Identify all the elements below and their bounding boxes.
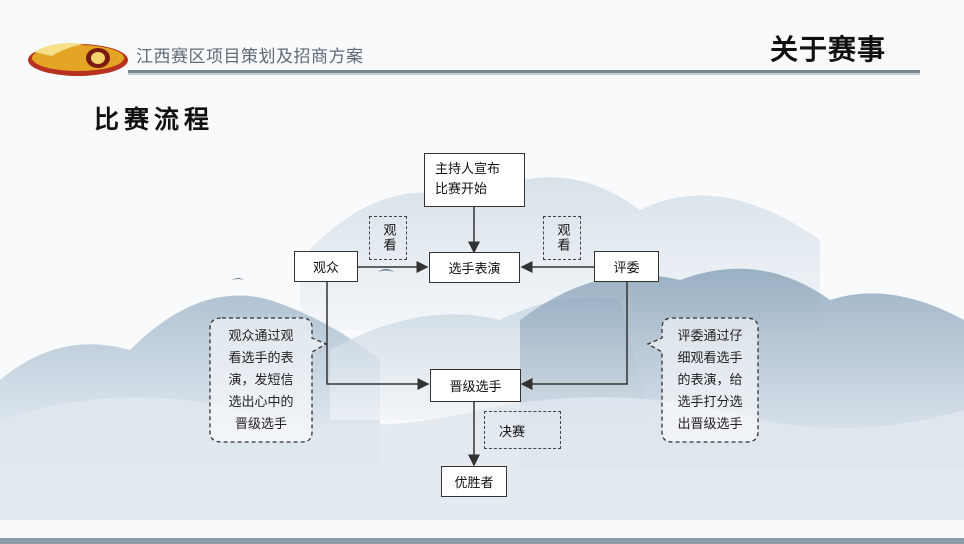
audience-note: 观众通过观 看选手的表 演，发短信 选出心中的 晋级选手 xyxy=(214,320,308,440)
page-title: 关于赛事 xyxy=(769,33,886,66)
header-divider xyxy=(128,70,920,73)
audience-note-line: 选出心中的 xyxy=(228,395,294,410)
contestant-perform-node: 选手表演 xyxy=(429,252,520,283)
event-logo xyxy=(28,43,128,76)
judges-note-line: 细观看选手 xyxy=(677,351,743,366)
audience-note-line: 观众通过观 xyxy=(228,329,294,344)
judges-note-line: 出晋级选手 xyxy=(677,417,743,432)
project-subtitle: 江西赛区项目策划及招商方案 xyxy=(136,47,364,67)
audience-note-bubble xyxy=(209,317,328,443)
judges-note-bubble xyxy=(646,317,759,443)
advancing-contestants-node: 晋级选手 xyxy=(430,369,521,402)
arrow-audience-to-advance xyxy=(326,282,430,390)
section-title: 比赛流程 xyxy=(94,105,215,134)
judges-note: 评委通过仔 细观看选手 的表演，给 选手打分选 出晋级选手 xyxy=(664,320,756,440)
host-announce-node: 主持人宣布 比赛开始 xyxy=(424,153,525,207)
host-line-2: 比赛开始 xyxy=(435,182,488,197)
host-line-1: 主持人宣布 xyxy=(435,162,501,177)
bird xyxy=(378,269,394,272)
audience-note-line: 演，发短信 xyxy=(228,373,294,388)
judges-note-line: 的表演，给 xyxy=(677,373,743,388)
audience-note-line: 看选手的表 xyxy=(228,351,294,366)
audience-node: 观众 xyxy=(294,251,358,282)
header-divider-shadow xyxy=(128,73,920,75)
judges-node: 评委 xyxy=(594,251,659,282)
final-tag: 决赛 xyxy=(484,411,561,449)
judges-note-line: 选手打分选 xyxy=(677,395,743,410)
judges-note-line: 评委通过仔 xyxy=(677,329,743,344)
winner-node: 优胜者 xyxy=(441,466,507,497)
watch-tag-left: 观看 xyxy=(369,216,407,260)
bird xyxy=(232,278,244,280)
watch-tag-right: 观看 xyxy=(543,216,581,260)
arrow-judges-to-advance xyxy=(520,282,628,390)
audience-note-line: 晋级选手 xyxy=(234,417,287,432)
